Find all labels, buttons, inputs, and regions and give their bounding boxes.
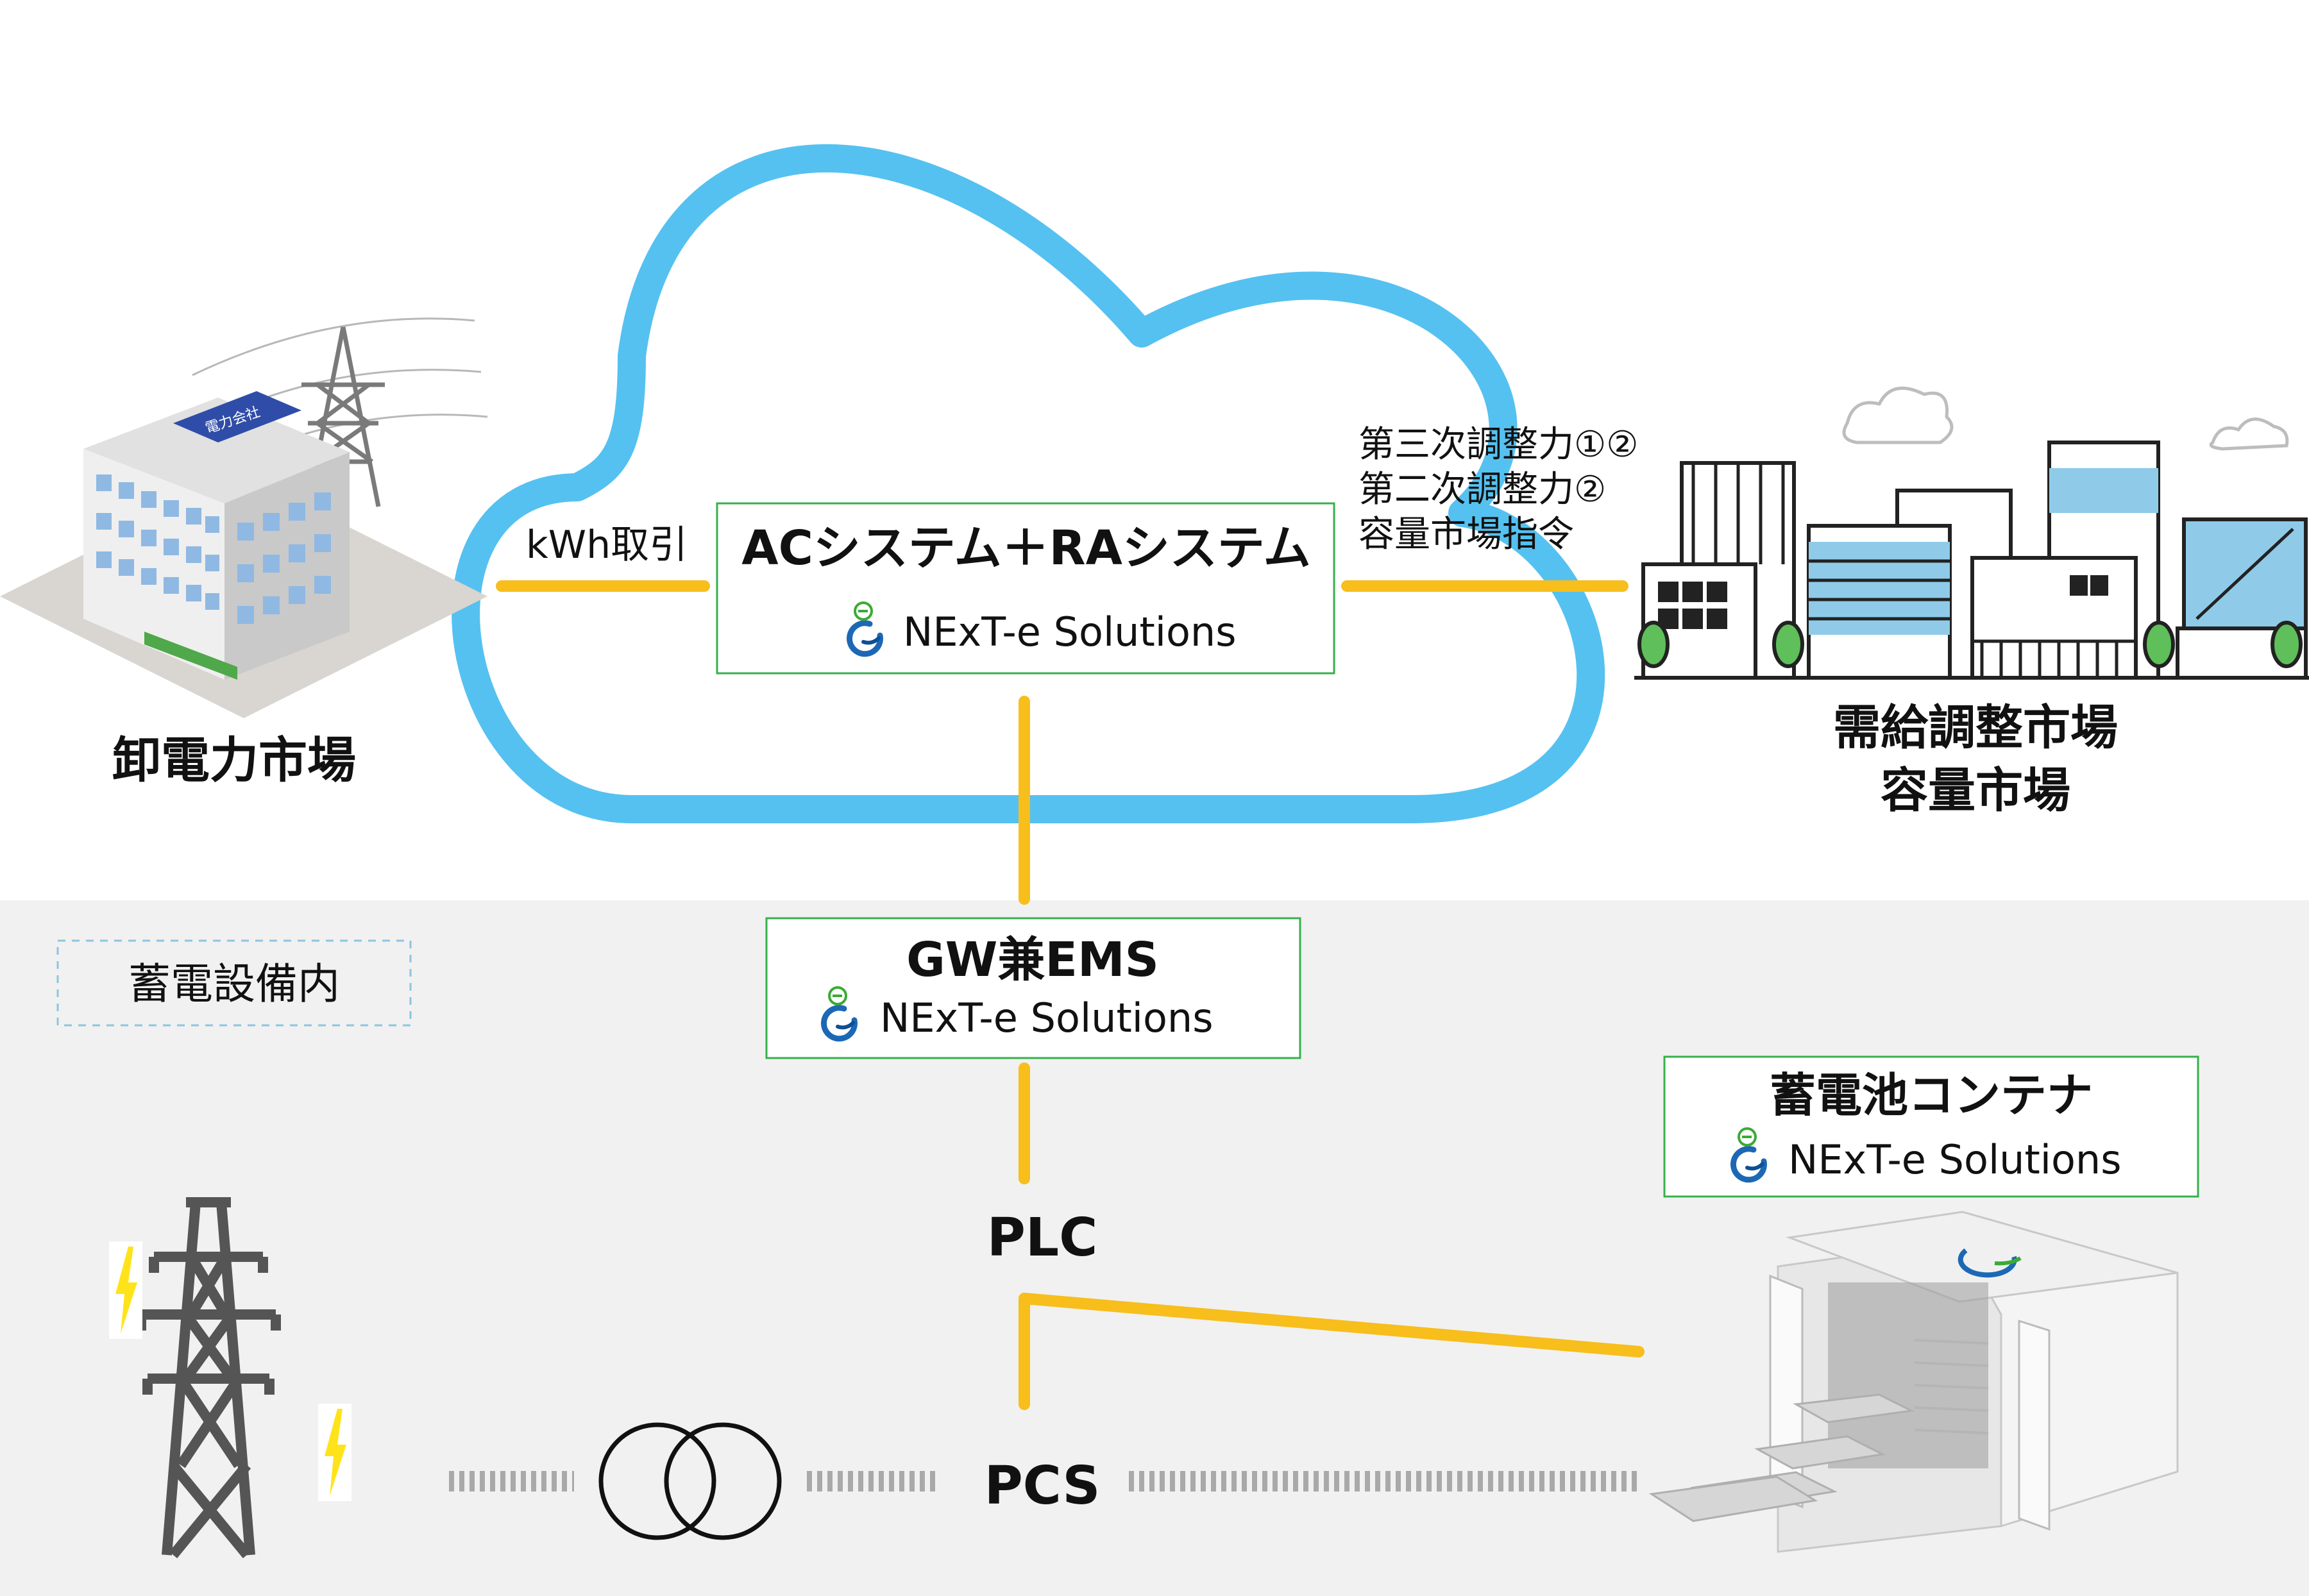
balancing-market-label: 需給調整市場 xyxy=(1833,700,2118,755)
cloud-system-vendor: NExT-e Solutions xyxy=(903,609,1237,655)
facility-label-box xyxy=(56,939,412,1027)
wholesale-market-label: 卸電力市場 xyxy=(112,732,356,789)
lightning-bolt-icon xyxy=(109,1241,142,1339)
facility-label: 蓄電設備内 xyxy=(128,959,340,1009)
gateway-box: GW兼EMS NExT-e Solutions xyxy=(765,917,1301,1059)
gateway-vendor: NExT-e Solutions xyxy=(880,995,1214,1041)
plc-label: PLC xyxy=(987,1207,1098,1268)
reserve-label-1: 第三次調整力①② xyxy=(1358,424,1638,466)
city-buildings-icon xyxy=(1634,386,2309,680)
lightning-bolt-icon xyxy=(318,1404,351,1501)
cloud-shape xyxy=(452,144,1605,823)
power-company-building-icon: 電力会社 xyxy=(0,317,488,718)
cloud-system-title: ACシステム＋RAシステム xyxy=(741,521,1310,576)
kwh-trade-label: kWh取引 xyxy=(526,523,688,567)
pcs-label: PCS xyxy=(985,1456,1101,1516)
reserve-label-2: 第二次調整力② xyxy=(1358,469,1606,510)
container-vendor: NExT-e Solutions xyxy=(1788,1136,2122,1183)
cloud-system-box: ACシステム＋RAシステム NExT-e Solutions xyxy=(716,502,1335,675)
transformer-icon xyxy=(598,1422,782,1540)
container-box: 蓄電池コンテナ NExT-e Solutions xyxy=(1663,1055,2199,1198)
container-title: 蓄電池コンテナ xyxy=(1770,1068,2093,1122)
reserve-label-3: 容量市場指令 xyxy=(1358,514,1574,555)
connection-lines xyxy=(496,580,1645,1410)
gateway-title: GW兼EMS xyxy=(906,932,1159,987)
transmission-tower-icon xyxy=(136,1197,281,1559)
battery-container-icon xyxy=(1648,1211,2179,1553)
line-plc-container xyxy=(1019,1293,1645,1357)
capacity-market-label: 容量市場 xyxy=(1881,763,2070,818)
